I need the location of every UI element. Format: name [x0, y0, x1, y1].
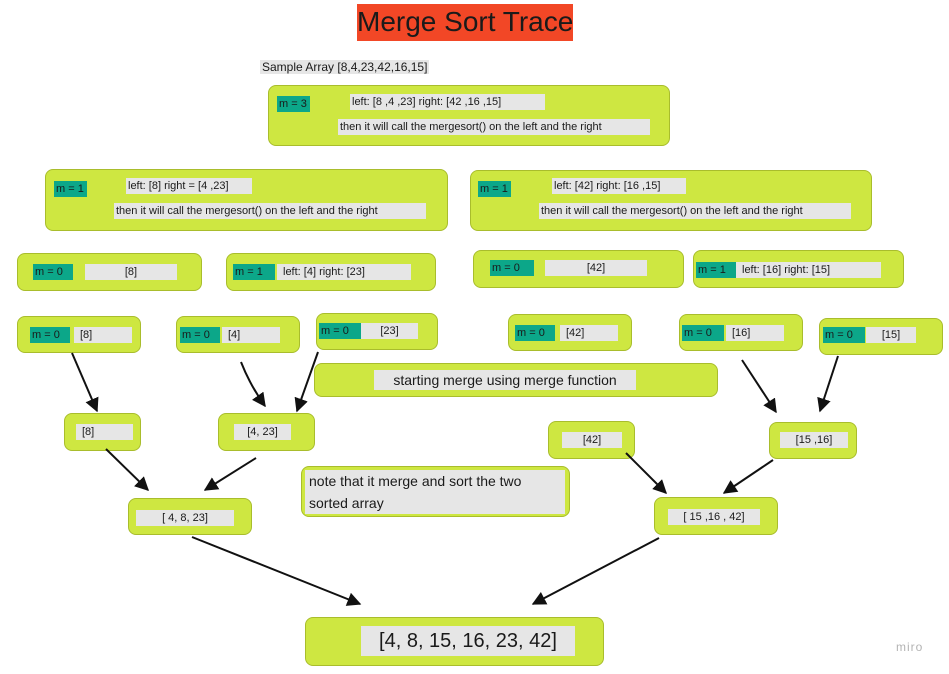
arrow-merged15-16-42-to-final — [531, 537, 660, 605]
level2-node-16-15-label: left: [16] right: [15] — [736, 262, 881, 278]
root-split-label: left: [8 ,4 ,23] right: [42 ,16 ,15] — [350, 94, 545, 110]
leaf-node-8-m-tag: m = 0 — [30, 327, 70, 343]
merged-node-4-23-label: [4, 23] — [234, 424, 291, 440]
level2-node-16-15-m-tag: m = 1 — [696, 262, 736, 278]
miro-watermark: miro — [896, 640, 924, 654]
level2-node-42-m-tag: m = 0 — [490, 260, 534, 276]
final-sorted-label: [4, 8, 15, 16, 23, 42] — [361, 626, 575, 656]
arrow-leaf23-to-merged4-23 — [294, 351, 319, 413]
level1-right-m-tag: m = 1 — [478, 181, 511, 197]
level2-node-8-m-tag: m = 0 — [33, 264, 73, 280]
arrow-leaf16-to-merged15-16 — [741, 359, 777, 414]
root-node[interactable] — [268, 85, 670, 146]
arrow-merged4-8-23-to-final — [191, 536, 362, 606]
merged-node-4-8-23-label: [ 4, 8, 23] — [136, 510, 234, 526]
page-title: Merge Sort Trace — [357, 4, 573, 41]
merged-node-42-label: [42] — [562, 432, 622, 448]
leaf-node-4-m-tag: m = 0 — [180, 327, 220, 343]
merge-banner-label: starting merge using merge function — [374, 370, 636, 390]
arrow-leaf4-to-merged4-23 — [240, 361, 266, 408]
merged-node-15-16-label: [15 ,16] — [780, 432, 848, 448]
merged-node-8-label: [8] — [76, 424, 133, 440]
level1-left-split-label: left: [8] right = [4 ,23] — [126, 178, 252, 194]
arrow-merged15-16-to-merged15-16-42 — [722, 459, 774, 494]
arrow-merged8-to-merged4-8-23 — [105, 448, 150, 491]
level1-right-split-label: left: [42] right: [16 ,15] — [552, 178, 686, 194]
level2-node-8-label: [8] — [85, 264, 177, 280]
level2-node-4-23-m-tag: m = 1 — [233, 264, 275, 280]
arrow-merged42-to-merged15-16-42 — [625, 452, 667, 494]
leaf-node-23-label: [23] — [361, 323, 418, 339]
sample-array-caption: Sample Array [8,4,23,42,16,15] — [260, 60, 430, 74]
level1-left-note-label: then it will call the mergesort() on the… — [114, 203, 426, 219]
leaf-node-16-label: [16] — [726, 325, 784, 341]
leaf-node-23-m-tag: m = 0 — [319, 323, 361, 339]
root-note-label: then it will call the mergesort() on the… — [338, 119, 650, 135]
arrow-merged4-23-to-merged4-8-23 — [203, 457, 257, 491]
arrow-leaf15-to-merged15-16 — [817, 355, 839, 413]
leaf-node-4-label: [4] — [222, 327, 280, 343]
leaf-node-16-m-tag: m = 0 — [682, 325, 724, 341]
leaf-node-8-label: [8] — [74, 327, 132, 343]
level1-right-note-label: then it will call the mergesort() on the… — [539, 203, 851, 219]
level2-node-4-23-label: left: [4] right: [23] — [277, 264, 411, 280]
root-m-tag: m = 3 — [277, 96, 310, 112]
arrow-leaf8-to-merged8 — [71, 352, 99, 413]
leaf-node-15-m-tag: m = 0 — [823, 327, 865, 343]
leaf-node-42-m-tag: m = 0 — [515, 325, 555, 341]
level1-left-m-tag: m = 1 — [54, 181, 87, 197]
level2-node-42-label: [42] — [545, 260, 647, 276]
sorted-note-label: note that it merge and sort the two sort… — [305, 470, 565, 514]
leaf-node-42-label: [42] — [560, 325, 618, 341]
leaf-node-15-label: [15] — [866, 327, 916, 343]
merged-node-15-16-42-label: [ 15 ,16 , 42] — [668, 509, 760, 525]
